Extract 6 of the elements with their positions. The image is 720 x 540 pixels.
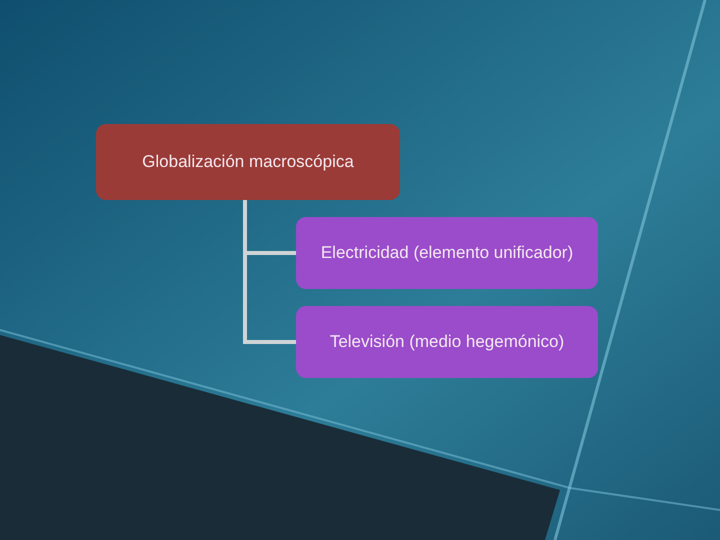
node-label: Electricidad (elemento unificador) [320, 242, 574, 264]
process-box [296, 217, 598, 289]
node-label: Televisión (medio hegemónico) [330, 330, 564, 353]
node-label: Globalización macroscópica [142, 150, 354, 173]
process-box [296, 306, 598, 378]
process-box [96, 124, 400, 200]
